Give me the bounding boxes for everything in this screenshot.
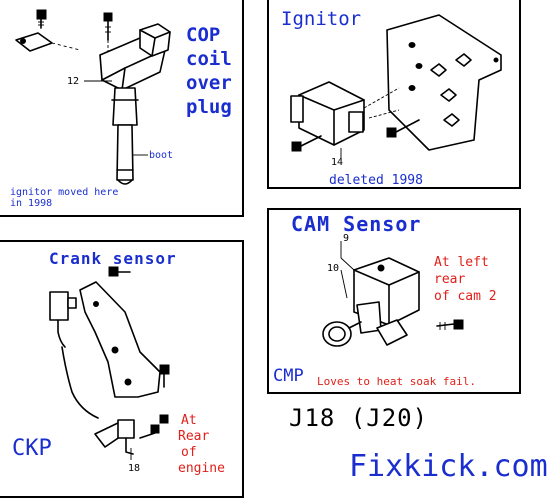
ignitor-title: Ignitor xyxy=(281,8,362,30)
cam-location-line3: of cam 2 xyxy=(434,289,497,304)
crank-title: Crank sensor xyxy=(49,249,177,268)
bracket-plate xyxy=(15,32,81,52)
ignitor-moved-note-line2: in 1998 xyxy=(10,198,53,209)
part-number-10: 10 xyxy=(327,263,340,274)
callout-lines xyxy=(340,241,355,299)
boot-label: boot xyxy=(149,150,174,161)
cam-location-line1: At left xyxy=(434,255,489,270)
coil-bolt xyxy=(103,12,113,52)
cam-failure-note: Loves to heat soak fail. xyxy=(317,375,476,388)
ignitor-bolt-lower xyxy=(291,135,322,152)
model-code: J18 (J20) xyxy=(289,404,429,432)
part-number-14: 14 xyxy=(331,157,344,168)
coil-head xyxy=(99,23,171,91)
cop-title-line3: over xyxy=(186,72,232,94)
crank-bolt-small xyxy=(139,414,169,439)
ignitor-module xyxy=(290,81,400,146)
cmp-label: CMP xyxy=(273,366,304,386)
cam-title: CAM Sensor xyxy=(291,212,422,236)
ignitor-moved-note-line1: ignitor moved here xyxy=(10,187,119,198)
crank-panel: Crank sensor 18 CKP At Rear of engine xyxy=(0,240,244,498)
crank-location-line3: of xyxy=(181,445,197,460)
brand-label: Fixkick.com xyxy=(349,449,548,484)
coil-boot xyxy=(111,87,139,185)
crank-connector xyxy=(49,291,99,419)
cam-sensor-body xyxy=(322,257,420,347)
cam-location-line2: rear xyxy=(434,272,466,287)
cop-panel: COP coil over plug 12 boot ignitor moved… xyxy=(0,0,244,217)
ignitor-bolt-right xyxy=(340,119,420,158)
crank-location-line4: engine xyxy=(178,461,225,476)
crank-bolt-top xyxy=(108,266,131,277)
part-number-18: 18 xyxy=(128,463,141,474)
ignitor-deleted-note: deleted 1998 xyxy=(329,173,423,188)
cop-title-line1: COP xyxy=(186,24,221,46)
ignitor-panel: Ignitor 14 deleted 1998 xyxy=(267,0,521,189)
part-number-12: 12 xyxy=(67,76,80,87)
ignitor-bracket xyxy=(386,14,502,151)
cam-sensor-drawing xyxy=(322,241,464,347)
cam-panel: CAM Sensor 9 10 At left rear of cam 2 CM… xyxy=(267,208,521,394)
crank-sensor-body xyxy=(94,419,135,460)
crank-bolt-mid xyxy=(159,364,170,388)
coil-on-plug-drawing xyxy=(15,9,171,185)
crank-location-line1: At xyxy=(181,413,197,428)
bolt-small xyxy=(36,9,47,29)
crank-sensor-drawing xyxy=(49,266,170,460)
ckp-label: CKP xyxy=(12,436,52,461)
cop-title-line4: plug xyxy=(186,96,232,118)
crank-bracket xyxy=(79,281,161,398)
cop-title-line2: coil xyxy=(186,48,232,70)
ignitor-drawing xyxy=(290,14,502,158)
cam-bolt xyxy=(436,319,464,330)
part-number-9: 9 xyxy=(343,233,350,244)
crank-location-line2: Rear xyxy=(178,429,210,444)
